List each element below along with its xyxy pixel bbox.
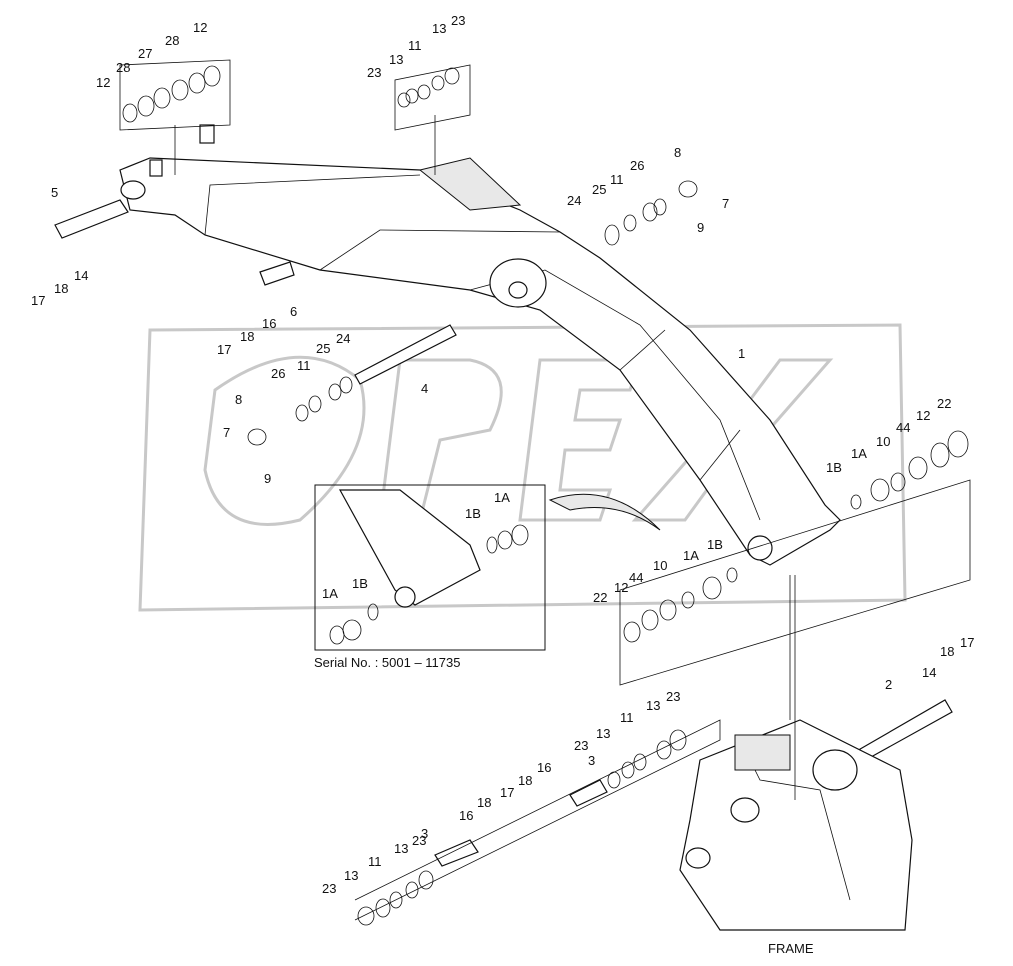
part-label: 5 (51, 185, 58, 200)
part-label: 12 (614, 580, 628, 595)
part-label: 13 (394, 841, 408, 856)
part-label: 23 (367, 65, 381, 80)
part-label: 12 (96, 75, 110, 90)
part-label: 7 (722, 196, 729, 211)
washer-parts (122, 65, 969, 926)
part-label: 24 (567, 193, 581, 208)
part-label: 16 (262, 316, 276, 331)
part-label: 22 (937, 396, 951, 411)
part-label: 17 (500, 785, 514, 800)
part-label: 1B (352, 576, 368, 591)
part-label: 1A (851, 446, 867, 461)
part-label: 8 (235, 392, 242, 407)
part-label: 8 (674, 145, 681, 160)
part-label: 3 (421, 826, 428, 841)
part-label: 26 (271, 366, 285, 381)
part-label: 10 (876, 434, 890, 449)
part-label: 13 (389, 52, 403, 67)
part-label: 23 (322, 881, 336, 896)
part-label: 44 (896, 420, 910, 435)
part-label: 16 (459, 808, 473, 823)
part-label: 12 (916, 408, 930, 423)
part-label: 27 (138, 46, 152, 61)
part-label: 25 (316, 341, 330, 356)
part-label: 2 (885, 677, 892, 692)
part-label: 7 (223, 425, 230, 440)
part-label: 18 (940, 644, 954, 659)
part-label: 1A (322, 586, 338, 601)
part-label: 9 (697, 220, 704, 235)
part-label: 1A (494, 490, 510, 505)
serial-number-label: Serial No. : 5001 – 11735 (314, 655, 460, 670)
part-label: 10 (653, 558, 667, 573)
part-label: 25 (592, 182, 606, 197)
part-label: 23 (574, 738, 588, 753)
leader-lines (119, 59, 971, 921)
part-label: 17 (217, 342, 231, 357)
part-label: 24 (336, 331, 350, 346)
part-label: 4 (421, 381, 428, 396)
part-label: 12 (193, 20, 207, 35)
part-label: 23 (666, 689, 680, 704)
part-label: 18 (54, 281, 68, 296)
part-label: 1A (683, 548, 699, 563)
part-label: 11 (620, 710, 634, 725)
part-label: 6 (290, 304, 297, 319)
part-label: 11 (368, 854, 382, 869)
part-label: 1B (465, 506, 481, 521)
pin-parts (54, 199, 953, 867)
part-label: 13 (646, 698, 660, 713)
part-label: 13 (344, 868, 358, 883)
part-label: 1B (707, 537, 723, 552)
part-label: 14 (74, 268, 88, 283)
part-label: 28 (165, 33, 179, 48)
part-label: 22 (593, 590, 607, 605)
boom-assembly (119, 124, 841, 566)
part-label: 18 (240, 329, 254, 344)
serial-inset (314, 484, 661, 651)
part-label: 14 (922, 665, 936, 680)
part-label: 18 (477, 795, 491, 810)
part-label: 26 (630, 158, 644, 173)
part-label: 23 (412, 833, 426, 848)
part-label: 16 (537, 760, 551, 775)
part-label: 18 (518, 773, 532, 788)
frame-label: FRAME (768, 941, 814, 956)
part-label: 13 (432, 21, 446, 36)
part-label: 28 (116, 60, 130, 75)
part-label: 44 (629, 570, 643, 585)
part-label: 17 (960, 635, 974, 650)
part-label: 9 (264, 471, 271, 486)
part-label: 1B (826, 460, 842, 475)
part-label: 17 (31, 293, 45, 308)
part-label: 3 (588, 753, 595, 768)
part-label: 23 (451, 13, 465, 28)
part-label: 11 (297, 358, 311, 373)
frame-assembly (679, 719, 913, 931)
part-label: 13 (596, 726, 610, 741)
part-label: 11 (408, 38, 422, 53)
part-label: 11 (610, 172, 624, 187)
part-label: 1 (738, 346, 745, 361)
